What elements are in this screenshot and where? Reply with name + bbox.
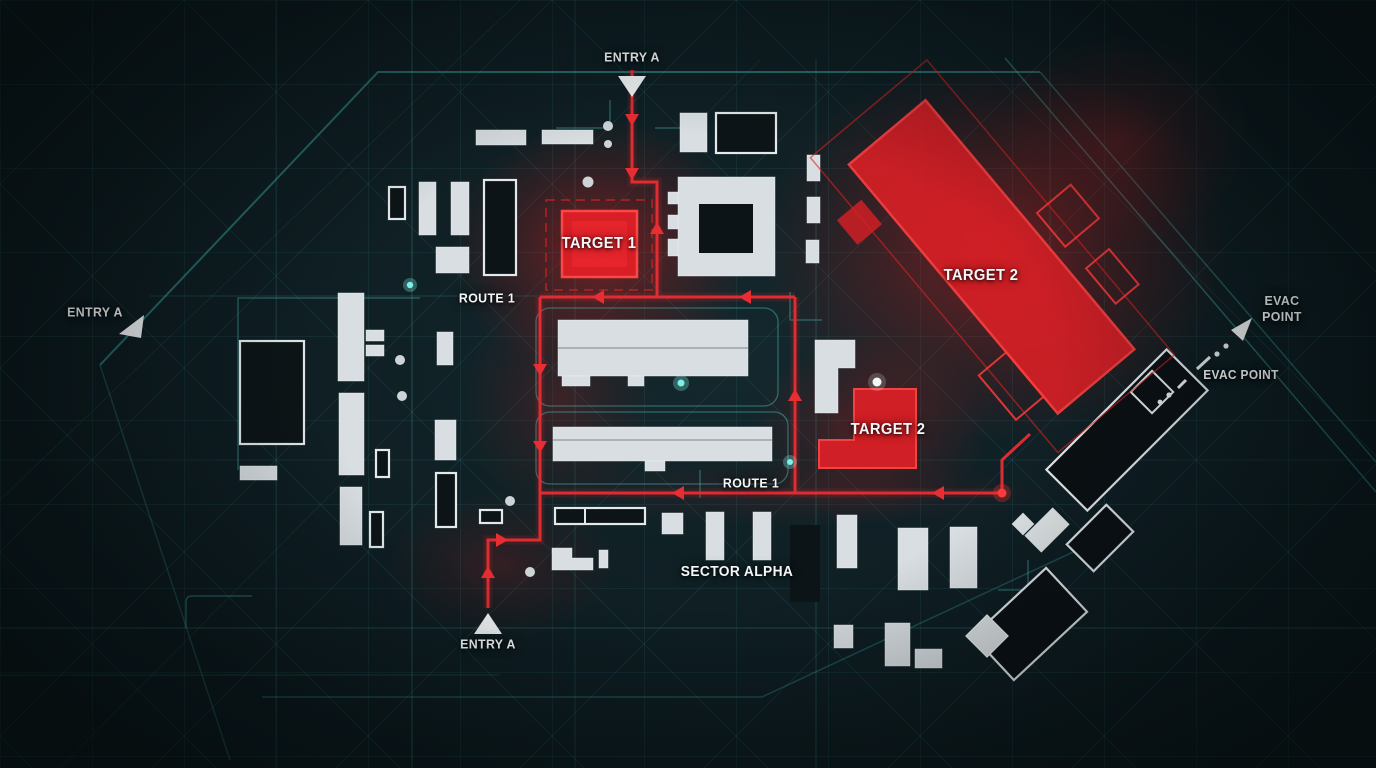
target-2-big-label: TARGET 2 [943,267,1019,284]
route-1-lower-label: ROUTE 1 [722,475,780,491]
target-2-small-label: TARGET 2 [850,421,926,438]
entry-a-top-label: ENTRY A [604,49,660,65]
evac-point-label: EVAC POINT [1262,293,1302,326]
evac-line1: EVAC [1264,292,1300,308]
target-1-label: TARGET 1 [561,235,637,252]
entry-a-bottom-label: ENTRY A [460,636,516,652]
sector-alpha-label: SECTOR ALPHA [680,564,794,580]
entry-a-left-label: ENTRY A [67,304,123,320]
evac-point-label-2: EVAC POINT [1203,368,1279,382]
evac-line2: POINT [1262,309,1302,324]
route-1-upper-label: ROUTE 1 [458,290,516,306]
